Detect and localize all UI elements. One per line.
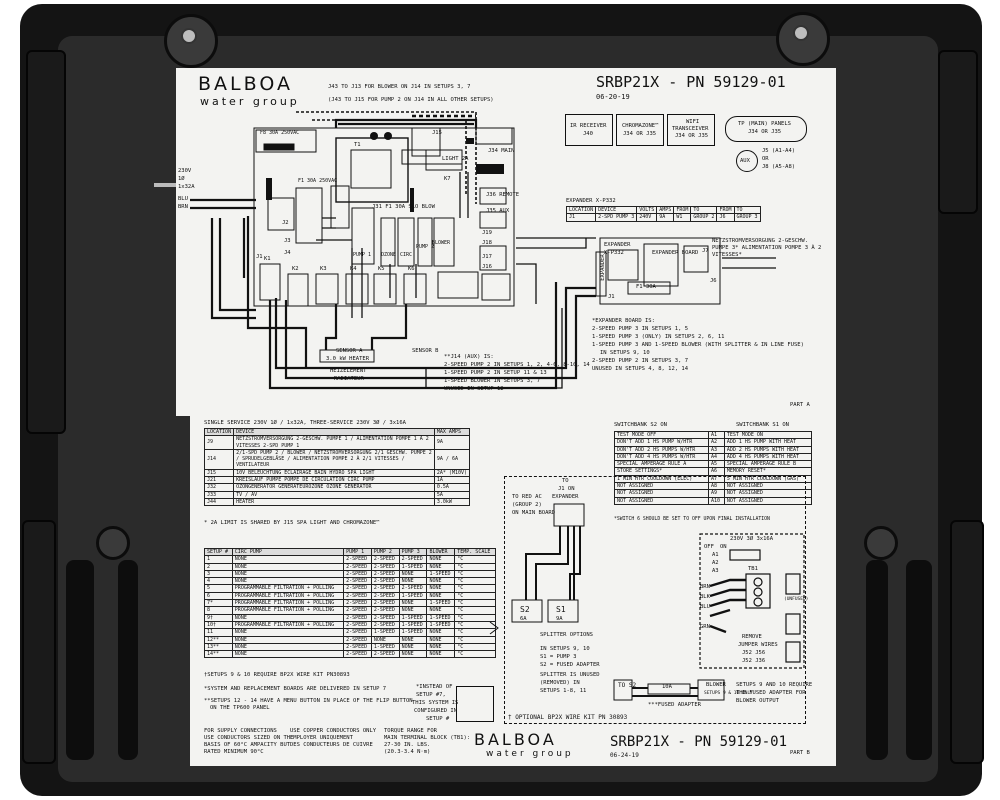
right-mounting-flange <box>938 50 978 214</box>
ir-receiver-box: IR RECEIVER J40 <box>565 114 613 146</box>
left-lower-flange <box>22 520 56 764</box>
right-clip-rib-2 <box>906 560 932 760</box>
j43-note-2: (J43 TO J15 FOR PUMP 2 ON J14 IN ALL OTH… <box>328 97 494 103</box>
screw-boss-left <box>164 14 218 68</box>
splitter-diagram <box>489 503 805 701</box>
wire-kit-note: † OPTIONAL BP2X WIRE KIT PN 30893 <box>508 714 628 721</box>
optional-wire-kit-frame <box>504 476 806 724</box>
screw-right-icon <box>793 25 809 41</box>
footer-date: 06-24-19 <box>610 752 639 759</box>
part-a-label: PART A <box>790 402 810 408</box>
left-mounting-flange <box>26 50 66 434</box>
mount-hole-left <box>96 526 130 560</box>
chromazone-box: CHROMAZONE™ J34 OR J35 <box>616 114 664 146</box>
right-lower-flange <box>950 520 984 764</box>
service-title: SINGLE SERVICE 230V 1Ø / 1x32A, THREE-SE… <box>204 420 406 426</box>
three-phase-title: 230V 3Ø 3x16A <box>730 536 774 542</box>
right-clip-rib <box>866 560 888 760</box>
left-clip-rib-2 <box>118 560 138 760</box>
footer-brand-subtitle: water group <box>486 749 574 759</box>
mount-hole-right <box>864 526 898 560</box>
brand-logo: BALBOA <box>198 73 293 95</box>
aux-circle: AUX <box>736 150 758 172</box>
left-clip-rib <box>66 560 94 760</box>
footer-brand-logo: BALBOA <box>474 730 557 749</box>
part-b-label: PART B <box>790 750 810 756</box>
expander-table-title: EXPANDER X-P332 <box>566 198 616 204</box>
wiring-label-bottom: SINGLE SERVICE 230V 1Ø / 1x32A, THREE-SE… <box>190 414 836 766</box>
brand-subtitle: water group <box>200 95 300 108</box>
screw-left-icon <box>181 28 197 44</box>
revision-date: 06-20-19 <box>596 93 630 101</box>
part-number: SRBP21X - PN 59129-01 <box>596 73 786 91</box>
heater-label: 3.0 kW HEATER <box>326 356 370 362</box>
j43-note: J43 TO J13 FOR BLOWER ON J14 IN SETUPS 3… <box>328 84 471 90</box>
main-board-schematic <box>190 111 776 390</box>
setup-number-box <box>456 686 494 722</box>
footer-part-number: SRBP21X - PN 59129-01 <box>610 734 788 750</box>
wifi-box: WIFI TRANSCEIVER J34 OR J35 <box>667 114 715 146</box>
cable-pin <box>154 183 180 187</box>
tp-panels-box: TP (MAIN) PANELS J34 OR J35 <box>725 116 807 142</box>
expander-power-note: NETZSTROMVERSORGUNG 2-GESCHW. PUMPE 3* A… <box>712 238 822 258</box>
wiring-label-top: BALBOA water group J43 TO J13 FOR BLOWER… <box>176 68 836 416</box>
